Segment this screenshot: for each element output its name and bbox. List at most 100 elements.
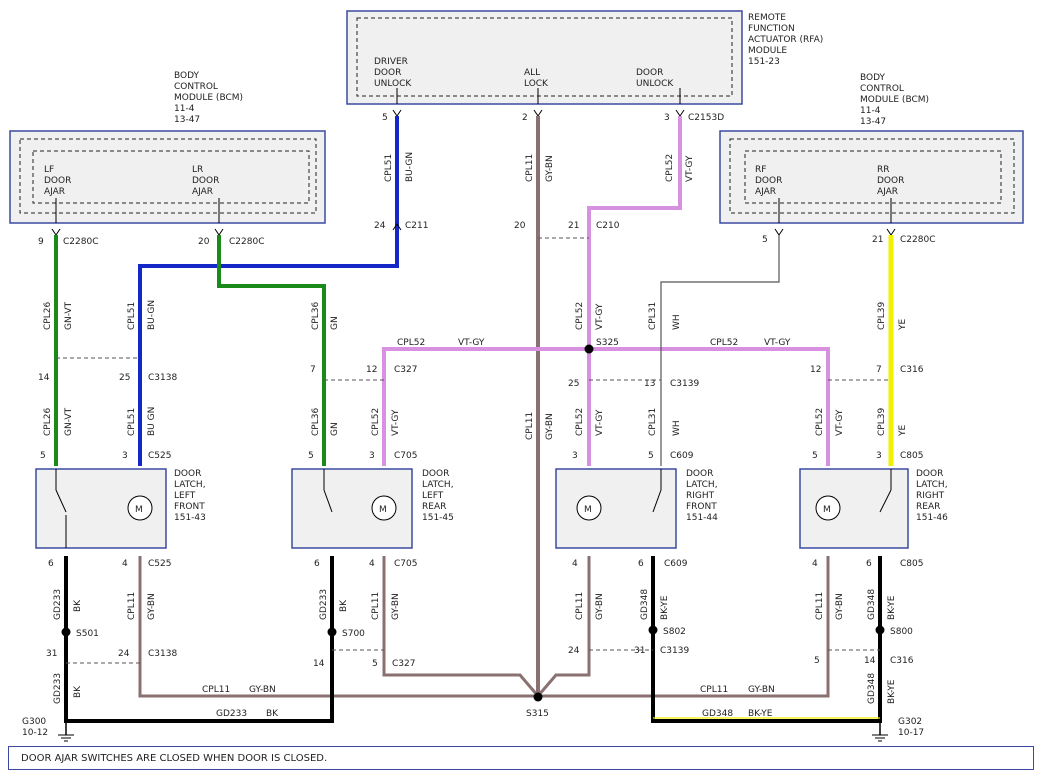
wire-cpl31b-circuit: CPL31 [648, 408, 658, 436]
wire-cpl51-circuit: CPL51 [384, 154, 394, 182]
latch-rf-title-5: 151-44 [686, 513, 718, 523]
wire-cpl52b-color: VT-GY [595, 303, 605, 330]
c3139-bot-name: C3139 [660, 646, 689, 656]
latch-lf: M DOOR LATCH, LEFT FRONT 151-43 5 3 C525… [35, 451, 206, 569]
hwire-gd233-circuit: GD233 [216, 709, 247, 719]
latch-lf-title-4: FRONT [174, 502, 205, 512]
bcm-left-lr-1: LR [192, 165, 203, 175]
ground-g302-ref: 10-17 [898, 728, 924, 738]
wire-cpl36c-color: GN [330, 422, 340, 436]
hwire-cpl11-color-1: GY-BN [249, 685, 276, 695]
wire-cpl51b-circuit: CPL51 [127, 302, 137, 330]
wire-cpl11d-circuit: CPL11 [371, 592, 381, 620]
latch-lr-top-pin-a: 5 [308, 451, 314, 461]
ground-g300-name: G300 [22, 717, 46, 727]
latch-lf-top-conn: C525 [148, 451, 171, 461]
bcm-right-title-4: 11-4 [860, 106, 881, 116]
rfa-pin1-label-1: DRIVER [374, 57, 408, 67]
rfa-title-5: 151-23 [748, 57, 780, 67]
wire-cpl11f-circuit: CPL11 [815, 592, 825, 620]
wire-cpl26c-color: GN-VT [64, 407, 74, 436]
splice-s501: S501 [76, 629, 99, 639]
latch-rf-top-conn: C609 [670, 451, 694, 461]
c3139-bot-pin-b: 31 [634, 646, 645, 656]
wire-cpl31-color: WH [672, 314, 682, 330]
latch-lr-title-2: LATCH, [422, 480, 454, 490]
splice-s315: S315 [526, 709, 549, 719]
bcm-left-title-4: 11-4 [174, 104, 195, 114]
wire-gd348c-color: BK-YE [887, 679, 897, 704]
wire-cpl26-circuit: CPL26 [43, 302, 53, 330]
wire-gd233c-circuit: GD233 [53, 673, 63, 704]
latch-lf-top-pin-a: 5 [40, 451, 46, 461]
rfa-pin-5: 5 [382, 113, 388, 123]
footer-note-text: DOOR AJAR SWITCHES ARE CLOSED WHEN DOOR … [21, 752, 328, 764]
connector-pins: 24 C211 20 21 C210 14 25 C3138 7 12 C327… [38, 221, 924, 669]
rfa-pin1-label-3: UNLOCK [374, 79, 412, 89]
latch-lf-title-2: LATCH, [174, 480, 206, 490]
wire-cpl52d-color: VT-GY [595, 409, 605, 436]
splice-s700-dot [327, 627, 337, 637]
latch-lr-top-pin-b: 3 [369, 451, 375, 461]
latch-lr-title-3: LEFT [422, 491, 444, 501]
wire-cpl39b-color: YE [898, 425, 908, 437]
latch-lr-title-5: 151-45 [422, 513, 454, 523]
bcm-left-title-3: MODULE (BCM) [174, 93, 243, 103]
c3138-top-pin-a: 14 [38, 373, 50, 383]
grounds: G300 10-12 G302 10-17 [22, 717, 924, 742]
bcm-right-rr-2: DOOR [877, 176, 904, 186]
bcm-left-title-5: 13-47 [174, 115, 200, 125]
ground-g300-ref: 10-12 [22, 728, 48, 738]
wire-cpl52c-color: VT-GY [391, 409, 401, 436]
ground-g300-icon [58, 734, 74, 742]
wire-cpl51c-circuit: CPL51 [127, 408, 137, 436]
bcm-right-rr-1: RR [877, 165, 890, 175]
c316-bot-pin-b: 14 [864, 656, 876, 666]
latch-rf-bot-pin-a: 4 [572, 559, 578, 569]
c327-bot-name: C327 [392, 659, 415, 669]
rfa-pin-2: 2 [522, 113, 528, 123]
wire-cpl11-color: GY-BN [545, 155, 555, 182]
bcm-right-rf-2: DOOR [755, 176, 782, 186]
wire-cpl39b-circuit: CPL39 [877, 408, 887, 436]
splice-s325-dot [584, 344, 594, 354]
wire-cpl52-color: VT-GY [685, 155, 695, 182]
bcm-left-lr-2: DOOR [192, 176, 219, 186]
bcm-left-lf-1: LF [44, 165, 54, 175]
bcm-right-rf-1: RF [755, 165, 766, 175]
hwire-cpl11-color-2: GY-BN [748, 685, 775, 695]
wire-gd233b-circuit: GD233 [319, 589, 329, 620]
wire-gd348b-color: BK-YE [887, 595, 897, 620]
latch-lr-bot-pin-a: 6 [314, 559, 320, 569]
rfa-title-1: REMOTE [748, 13, 786, 23]
hwire-cpl52-color-2: VT-GY [764, 338, 791, 348]
latch-rf-top-pin-a: 3 [572, 451, 578, 461]
hwire-cpl52-circuit-1: CPL52 [397, 338, 425, 348]
splice-s802: S802 [663, 627, 686, 637]
wire-cpl26-color: GN-VT [64, 301, 74, 330]
bcm-right-title-2: CONTROL [860, 84, 904, 94]
c3138-bot-name: C3138 [148, 649, 177, 659]
latch-rr-title-1: DOOR [916, 469, 943, 479]
latch-lr-bot-pin-b: 4 [369, 559, 375, 569]
bcm-left-conn-2: C2280C [229, 237, 264, 247]
latch-lf-top-pin-b: 3 [122, 451, 128, 461]
rfa-connector: C2153D [688, 113, 724, 123]
latch-lf-bot-pin-b: 4 [122, 559, 128, 569]
rfa-pin1-label-2: DOOR [374, 68, 401, 78]
wire-cpl52c-circuit: CPL52 [371, 408, 381, 436]
wire-cpl11f-color: GY-BN [835, 593, 845, 620]
bcm-left-lr-3: AJAR [192, 187, 213, 197]
wire-cpl36c-circuit: CPL36 [311, 408, 321, 436]
hwire-gd348-color: BK-YE [748, 709, 773, 719]
wire-cpl11e-color: GY-BN [595, 593, 605, 620]
rfa-pin2-label-2: LOCK [524, 79, 549, 89]
latch-rr-title-3: RIGHT [916, 491, 945, 501]
splices: S325 S315 S501 S700 S802 S800 [61, 338, 913, 719]
wire-cpl31-circuit: CPL31 [648, 302, 658, 330]
wire-cpl52e-color: VT-GY [835, 409, 845, 436]
wire-gd348b-circuit: GD348 [867, 589, 877, 620]
bcm-right-title-5: 13-47 [860, 117, 886, 127]
splice-s325: S325 [596, 338, 619, 348]
bcm-left-lf-3: AJAR [44, 187, 65, 197]
